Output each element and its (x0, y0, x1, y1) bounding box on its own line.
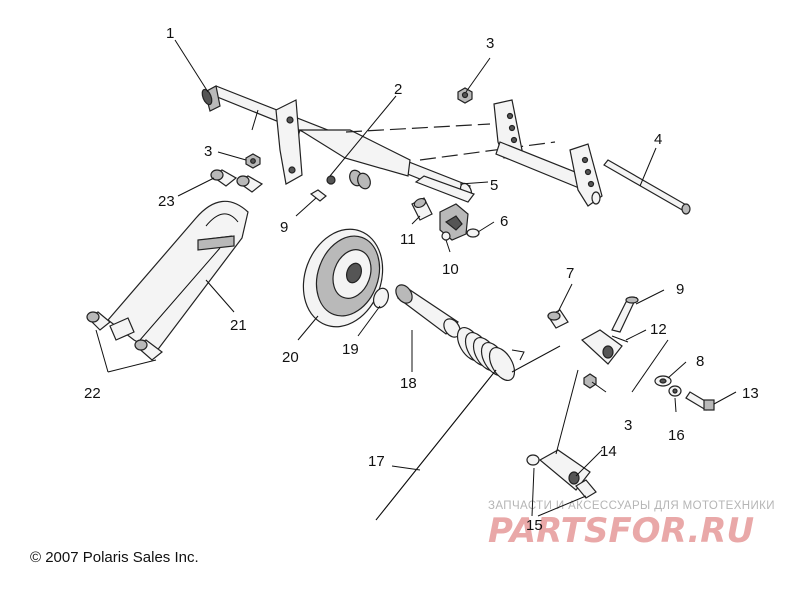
part-3-nut-top (457, 87, 473, 104)
callout-9: 9 (280, 219, 288, 236)
watermark-subtitle: ЗАПЧАСТИ И АКСЕССУАРЫ ДЛЯ МОТОТЕХНИКИ (488, 500, 775, 512)
part-5-tube (414, 175, 475, 203)
callout-7: 7 (566, 265, 574, 282)
callout-5: 5 (490, 177, 498, 194)
part-6-o-ring (466, 228, 480, 238)
copyright-text: © 2007 Polaris Sales Inc. (30, 549, 199, 566)
watermark-brand: PARTSFOR.RU (488, 511, 754, 551)
callout-18: 18 (400, 375, 417, 392)
part-12-pin (611, 335, 629, 343)
callout-10: 10 (442, 261, 459, 278)
callout-19: 19 (342, 341, 359, 358)
part-20-idler-wheel (302, 228, 384, 328)
part-10-adjuster-block (439, 203, 469, 241)
callout-17: 17 (368, 453, 385, 470)
watermark: ЗАПЧАСТИ И АКСЕССУАРЫ ДЛЯ МОТОТЕХНИКИ PA… (488, 500, 775, 551)
callout-numbers: 1 2 3 3 3 4 5 6 7 8 9 9 10 11 12 13 14 1… (84, 25, 759, 534)
part-19-ring (372, 287, 390, 309)
callout-4: 4 (654, 131, 662, 148)
callout-13: 13 (742, 385, 759, 402)
callout-11: 11 (400, 231, 416, 248)
callout-8: 8 (696, 353, 704, 370)
part-9-stud-left (309, 189, 327, 202)
part-8-washer (654, 375, 672, 387)
callout-3: 3 (624, 417, 632, 434)
part-upper-link (580, 329, 623, 365)
part-7-bushing (547, 309, 569, 329)
callout-1: 1 (166, 25, 174, 42)
callout-20: 20 (282, 349, 299, 366)
part-shaft-collar (349, 169, 371, 190)
callout-3: 3 (204, 143, 212, 160)
part-rail-bracket-front (493, 99, 591, 191)
part-17-torsion-spring (375, 327, 525, 521)
callout-12: 12 (650, 321, 667, 338)
leader-lines (95, 39, 737, 517)
part-9-bolt-right (611, 296, 639, 333)
part-15-bushings (526, 454, 597, 499)
part-22-bushing-lower (86, 311, 163, 361)
part-14-lower-link (538, 449, 591, 491)
part-3-nut-left (245, 153, 261, 169)
callout-21: 21 (230, 317, 247, 334)
part-rail-bracket-rear (569, 143, 603, 207)
part-frame-bracket (275, 99, 556, 185)
part-11-bushing (411, 197, 433, 221)
part-3-nut-lower (583, 373, 597, 389)
callout-14: 14 (600, 443, 617, 460)
part-16-washer (668, 385, 682, 397)
part-13-bolt (685, 391, 715, 411)
callout-9: 9 (676, 281, 684, 298)
part-4-long-bolt (603, 159, 691, 215)
part-18-sleeve (395, 284, 461, 338)
callout-3: 3 (486, 35, 494, 52)
callout-23: 23 (158, 193, 175, 210)
callout-2: 2 (394, 81, 402, 98)
callout-22: 22 (84, 385, 101, 402)
callout-16: 16 (668, 427, 685, 444)
callout-6: 6 (500, 213, 508, 230)
callout-15: 15 (526, 517, 543, 534)
assembly-lines (511, 339, 669, 455)
part-23-bushing-upper (210, 169, 264, 193)
